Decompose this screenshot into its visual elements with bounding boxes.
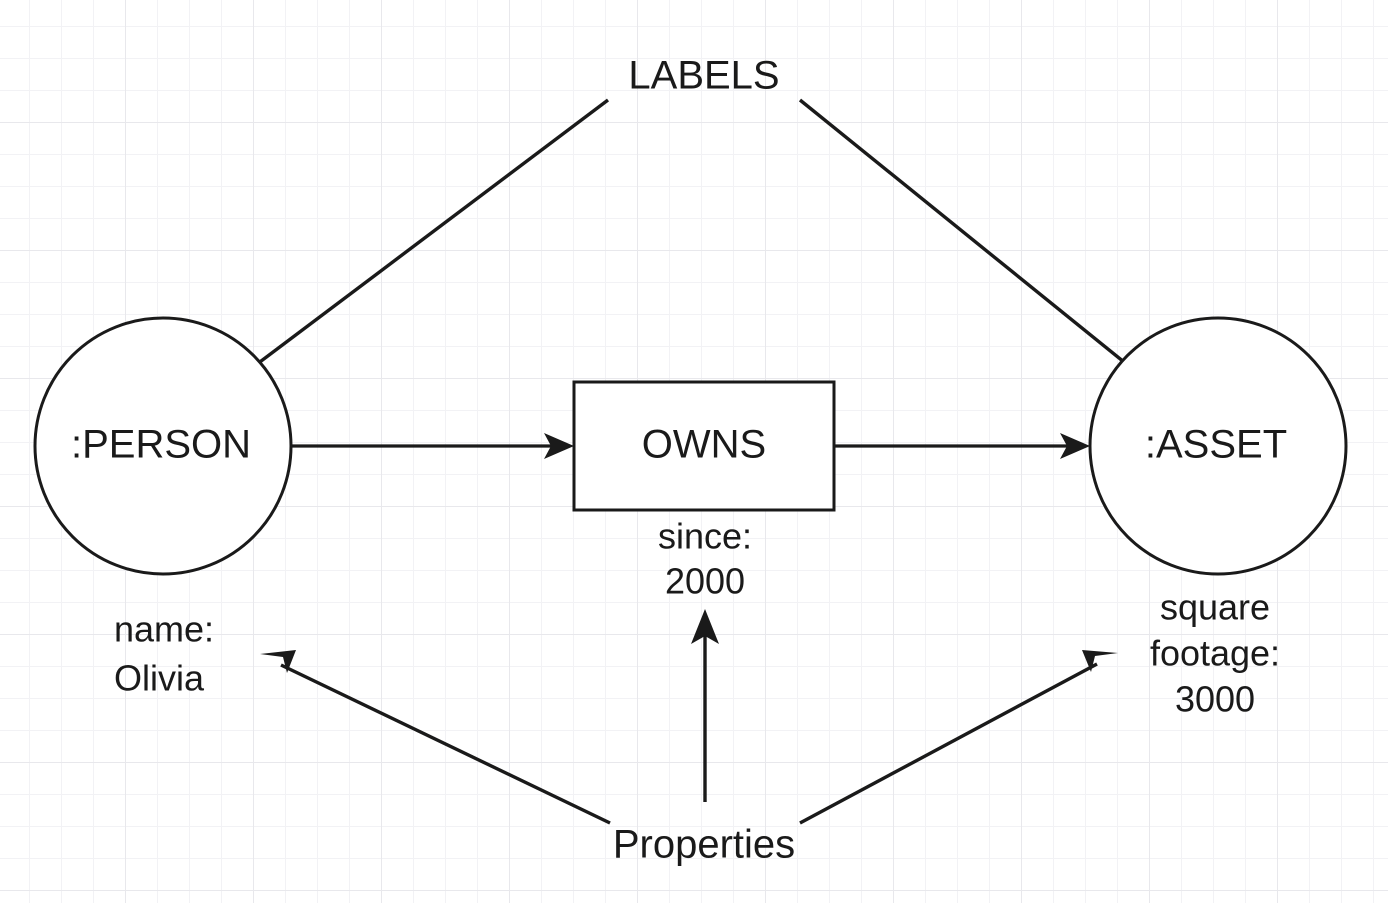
property-asset-line-1: square xyxy=(1160,587,1270,628)
edge-person-to-owns[interactable] xyxy=(291,433,574,459)
annotation-properties-to-footage xyxy=(799,650,1118,825)
property-owns-line-2: 2000 xyxy=(665,561,745,602)
property-asset-line-3: 3000 xyxy=(1175,679,1255,720)
annotation-properties-to-since xyxy=(691,609,719,802)
labels-annotation-text: LABELS xyxy=(628,54,779,98)
node-asset-circle[interactable] xyxy=(1088,316,1348,576)
annotation-line-labels-person xyxy=(210,98,610,400)
annotation-properties-to-name xyxy=(260,650,611,825)
relationship-owns-label: OWNS xyxy=(642,423,766,467)
node-asset[interactable]: :ASSET xyxy=(1088,316,1348,576)
property-owns-line-1: since: xyxy=(658,516,752,557)
relationship-owns[interactable]: OWNS xyxy=(572,380,836,512)
property-owns: since: 2000 xyxy=(658,516,752,602)
property-asset: square footage: 3000 xyxy=(1150,587,1280,720)
properties-annotation-text: Properties xyxy=(613,823,795,867)
arrow-head-properties-footage xyxy=(1082,650,1118,672)
annotation-line-properties-footage xyxy=(799,662,1098,825)
node-person-label: :PERSON xyxy=(71,423,251,467)
node-asset-label: :ASSET xyxy=(1145,423,1287,467)
node-person[interactable]: :PERSON xyxy=(33,316,293,576)
annotation-line-labels-asset xyxy=(798,98,1168,398)
arrow-head-properties-since xyxy=(691,609,719,644)
edge-owns-to-asset[interactable] xyxy=(834,433,1090,459)
arrow-head-owns-asset xyxy=(1060,433,1090,459)
property-person-line-1: name: xyxy=(114,609,214,650)
arrow-head-person-owns xyxy=(544,433,574,459)
property-person-line-2: Olivia xyxy=(114,658,205,699)
arrow-head-properties-name xyxy=(260,650,296,673)
property-asset-line-2: footage: xyxy=(1150,633,1280,674)
property-person: name: Olivia xyxy=(114,609,214,699)
annotation-line-properties-name xyxy=(280,663,611,825)
